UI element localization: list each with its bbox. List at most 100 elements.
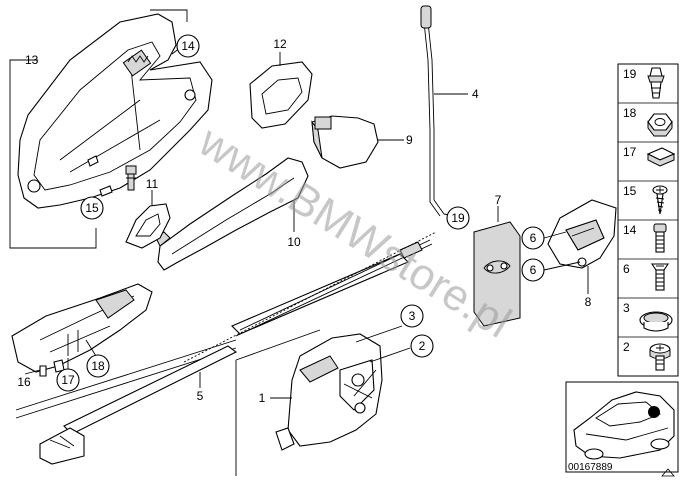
callout-18: 18 [91,359,105,373]
door-lock-connector [275,427,295,451]
carrier-frame-grommet-lines [126,173,136,179]
sidebar-num-5: 6 [623,262,630,276]
small-gasket-part [125,203,171,249]
inner-release-group [11,283,153,377]
carrier-frame-group [9,9,213,249]
callout-3-ring [400,304,424,328]
door-lock-bracket [235,329,321,476]
outer-handle-highlight [171,177,295,255]
callout-13: 13 [25,53,39,67]
cover-cap-group [311,115,379,169]
gasket-group [249,61,313,129]
callout-11: 11 [146,177,159,191]
car-wheel-front [584,448,604,460]
callout-6b-ring [521,258,545,282]
door-lock-rotor [351,373,365,387]
cable-end-clip [39,427,85,465]
cable-dotted-line [183,231,437,363]
gasket-part [249,61,313,129]
rod-knob [420,5,432,29]
callout-3: 3 [409,309,416,323]
cover-cap-tab [314,116,332,130]
callout-7: 7 [495,193,502,207]
car-location-thumbnail: 00167889 [565,381,679,477]
countersunk-screw-icon [650,263,670,291]
rod-group [420,5,445,217]
carrier-frame-bracket [9,59,97,249]
callout-15: 15 [85,201,99,215]
sidebar-num-2: 17 [623,145,637,159]
sidebar-num-7: 2 [623,340,630,354]
sidebar-num-4: 14 [623,223,637,237]
rod-part [427,21,445,215]
callout-9: 9 [406,133,413,147]
callout-14: 14 [181,39,195,53]
callout-19: 19 [451,211,465,225]
striker-group [473,199,617,327]
callout-6a-ring [521,226,545,250]
sidebar-num-6: 3 [623,301,630,315]
sidebar-num-1: 18 [623,106,637,120]
inner-release-cables [67,330,79,356]
carrier-frame-hole [184,89,196,101]
hex-nut-icon [647,113,673,137]
inner-release-lever [95,289,135,319]
warning-triangle-icon [661,468,675,477]
carrier-frame-spring-coils [127,55,149,63]
callouts: 13 14 12 9 11 15 10 4 19 7 6 6 8 3 2 1 5… [17,34,592,405]
car-wheel-rear [650,438,670,450]
sidebar-num-3: 15 [623,184,637,198]
carrier-frame-inner [33,41,197,191]
striker-plate-screwhole-b [500,262,508,270]
callout-17: 17 [61,373,75,387]
cable-group [15,231,437,465]
lock-striker-loop-detail [565,219,605,251]
tapping-screw-icon [652,185,668,215]
callout-14-ring [176,34,200,58]
small-gasket-inner [135,213,161,237]
striker-plate-hole [483,260,511,274]
gasket-inner [261,77,303,115]
door-lock-detail [343,369,377,399]
diagram-id: 00167889 [568,462,613,473]
location-marker-icon [648,406,660,418]
outer-handle-part [157,157,309,271]
callout-2-ring [410,334,434,358]
callout-18-ring [86,354,110,378]
striker-plate-screwhole-a [486,264,494,272]
callout-6b: 6 [530,263,537,277]
cable-end-clip-detail [49,435,75,449]
car-window-outline [595,401,661,427]
callout-2: 2 [419,339,426,353]
plug-fastener-icon [647,67,665,99]
door-lock-part [287,333,383,447]
callout-1: 1 [259,391,266,405]
small-gasket-group [125,203,171,249]
callout-16: 16 [17,375,31,389]
grommet-icon [639,311,673,332]
striker-plate-part [473,221,521,327]
fillister-screw-icon [653,223,667,253]
callout-8: 8 [585,295,592,309]
door-lock-actuator [299,355,339,383]
callout-19-ring [446,206,470,230]
carrier-frame-bracket-top [150,9,188,22]
callout-12: 12 [273,37,287,51]
callout-6a: 6 [530,231,537,245]
callout-15-ring [80,196,104,220]
door-lock-pin [354,402,366,414]
carrier-frame-part [17,13,213,209]
fastener-sidebar: 19 18 17 15 14 6 3 2 [617,63,679,377]
carrier-frame-clips [87,155,113,197]
callout-17-ring [56,368,80,392]
carrier-frame-pivot [27,179,41,193]
callout-5: 5 [197,389,204,403]
car-door-line [585,427,669,441]
spring-nut-icon [646,147,676,167]
door-lock-group [235,329,383,476]
torx-bolt-icon [649,343,671,371]
cable-sheath-upper [231,253,409,335]
callout-10: 10 [287,235,301,249]
